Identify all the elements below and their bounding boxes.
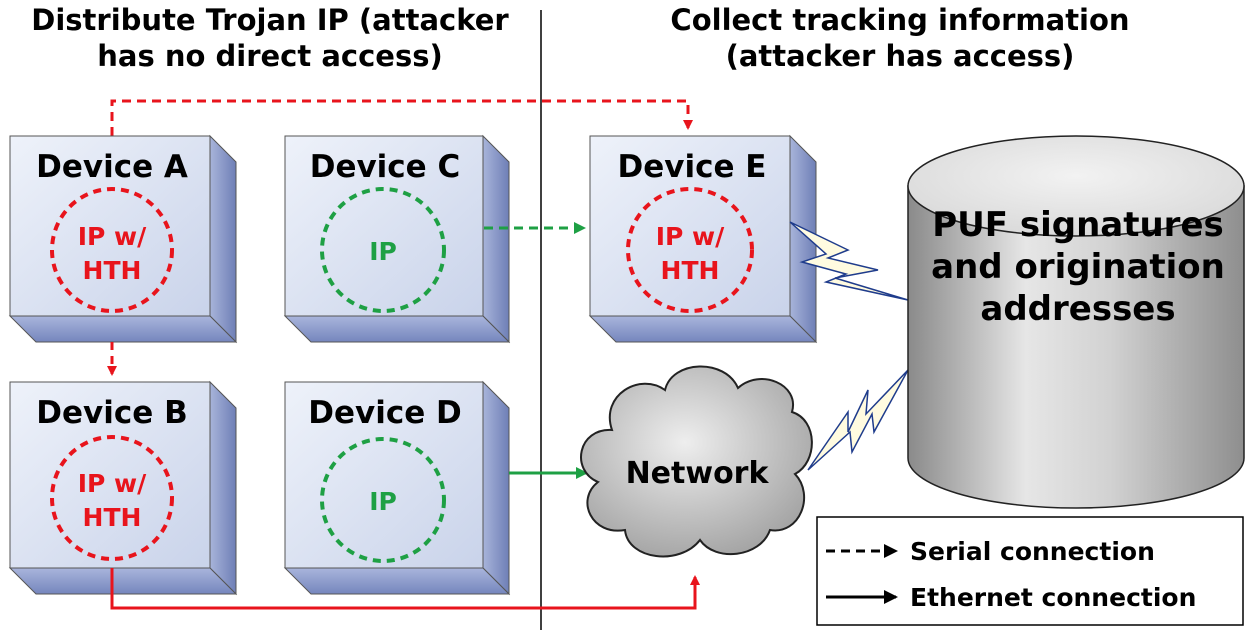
heading-right-line2: (attacker has access) (726, 39, 1075, 73)
network-cloud: Network (580, 365, 813, 558)
device-d-ip: IP (369, 487, 397, 516)
device-a: Device A IP w/ HTH (8, 134, 238, 344)
ethernet-connection-b-to-network (110, 568, 700, 610)
legend-serial-label: Serial connection (910, 537, 1155, 566)
device-a-ip-line2: HTH (83, 256, 142, 285)
wireless-link-network-to-database (807, 369, 909, 471)
device-c-title: Device C (310, 149, 461, 185)
device-a-title: Device A (36, 149, 188, 185)
device-b-ip-line2: HTH (83, 503, 142, 532)
heading-left-line1: Distribute Trojan IP (attacker (31, 3, 509, 37)
legend: Serial connection Ethernet connection (816, 516, 1244, 626)
device-a-ip-circle (50, 187, 174, 313)
device-c: Device C IP (283, 134, 511, 344)
database-cylinder: PUF signatures and origination addresses (907, 135, 1245, 509)
legend-ethernet-label: Ethernet connection (910, 583, 1196, 612)
device-e-ip-line1: IP w/ (656, 222, 725, 251)
device-e-title: Device E (618, 149, 767, 185)
device-b-ip-line1: IP w/ (78, 469, 147, 498)
device-c-ip-circle (320, 187, 446, 313)
network-label: Network (626, 456, 770, 491)
device-b: Device B IP w/ HTH (8, 380, 238, 596)
device-d-title: Device D (308, 395, 462, 431)
device-d: Device D IP (283, 380, 511, 596)
heading-right-line1: Collect tracking information (670, 3, 1129, 37)
device-c-ip: IP (369, 237, 397, 266)
device-e-ip-line2: HTH (661, 256, 720, 285)
database-label-line3: addresses (980, 289, 1175, 329)
device-e: Device E IP w/ HTH (588, 134, 818, 344)
database-label-line1: PUF signatures (932, 205, 1224, 245)
database-label-line2: and origination (931, 247, 1225, 287)
device-d-ip-circle (320, 437, 446, 563)
serial-connection-a-to-e (110, 99, 693, 136)
device-e-ip-circle (626, 187, 754, 313)
heading-left-line2: has no direct access) (97, 39, 442, 73)
device-b-ip-circle (50, 435, 174, 561)
device-a-ip-line1: IP w/ (78, 222, 147, 251)
device-b-title: Device B (36, 395, 187, 431)
